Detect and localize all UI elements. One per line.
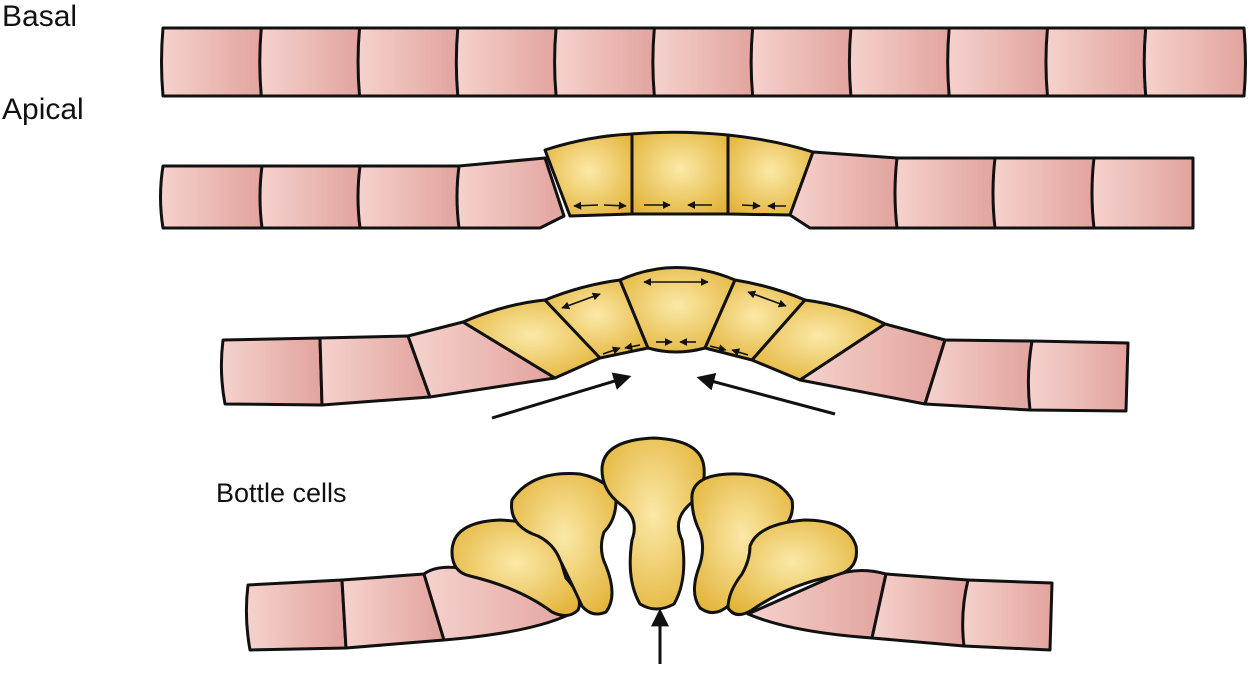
epithelial-cell [358,28,459,96]
epithelial-cell [1046,28,1147,96]
epithelial-cell [358,166,459,228]
epithelial-cell [1092,158,1193,228]
label-bottle-cells: Bottle cells [216,480,347,507]
epithelial-cell [161,166,263,228]
label-apical: Apical [2,95,84,125]
constriction-arrow [574,205,598,206]
epithelial-cell [162,28,263,96]
epithelial-cell [260,28,361,96]
constriction-arrow [742,205,760,206]
epithelial-cell [456,28,557,96]
epithelial-cell [260,166,360,228]
epithelial-cell [653,28,754,96]
stage-2-apical-constriction [161,132,1194,228]
epithelial-cell [555,28,656,96]
epithelial-cell [1028,341,1128,411]
epithelial-cell [925,340,1032,410]
epithelial-cell [849,28,950,96]
epithelial-cell [246,580,346,650]
stage-3-bending [221,268,1128,419]
stage-1-flat-epithelium [162,28,1246,96]
epithelial-cell [963,580,1052,650]
label-basal: Basal [2,2,77,32]
constriction-arrow [604,205,626,206]
epithelial-cell [457,158,564,228]
epithelial-cell [993,158,1094,228]
epithelial-cell [895,158,995,228]
epithelial-cell [872,574,968,646]
epithelial-cell [1144,28,1245,96]
bottle-cell [632,132,728,214]
stage-4-bottle-cells [246,438,1052,664]
bottle-cell [602,438,704,609]
epithelial-cell [948,28,1049,96]
epithelial-cell [751,28,852,96]
epithelial-cell [221,338,322,405]
